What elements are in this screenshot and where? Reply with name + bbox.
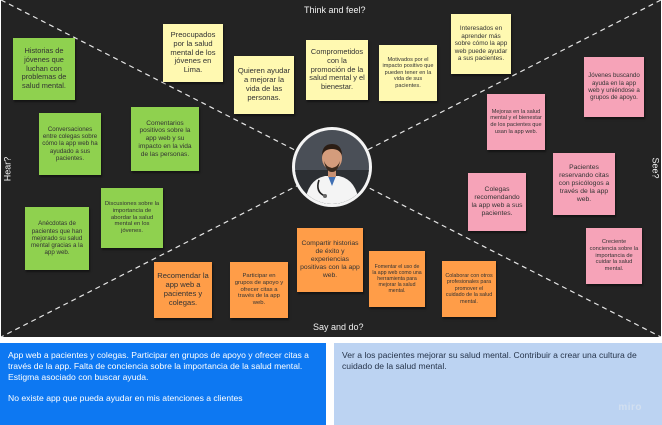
- say-note-colaborar[interactable]: Colaborar con otros profesionales para p…: [442, 261, 496, 317]
- pains-text: App web a pacientes y colegas. Participa…: [8, 350, 309, 383]
- persona-avatar: [292, 127, 372, 207]
- empathy-map-board: Think and feel? Say and do? Hear? See? P…: [1, 0, 661, 337]
- see-note-creciente-conciencia[interactable]: Creciente conciencia sobre la importanci…: [586, 228, 642, 284]
- say-note-fomentar[interactable]: Fomentar el uso de la app web como una h…: [369, 251, 425, 307]
- think-note-quieren-ayudar[interactable]: Quieren ayudar a mejorar la vida de las …: [234, 56, 294, 114]
- gains-text: Ver a los pacientes mejorar su salud men…: [342, 350, 637, 372]
- think-note-motivados[interactable]: Motivados por el impacto positivo que pu…: [379, 45, 437, 101]
- gains-panel: Ver a los pacientes mejorar su salud men…: [334, 343, 662, 425]
- doctor-portrait-icon: [295, 130, 369, 204]
- say-and-do-label: Say and do?: [313, 322, 364, 332]
- think-note-preocupados[interactable]: Preocupados por la salud mental de los j…: [163, 24, 223, 82]
- see-note-colegas-recomendando[interactable]: Colegas recomendando la app web a sus pa…: [468, 173, 526, 231]
- see-note-pacientes-reservando[interactable]: Pacientes reservando citas con psicólogo…: [553, 153, 615, 215]
- hear-note-discusiones[interactable]: Discusiones sobre la importancia de abor…: [101, 188, 163, 248]
- hear-note-anecdotas[interactable]: Anécdotas de pacientes que han mejorado …: [25, 207, 89, 270]
- pains-panel: App web a pacientes y colegas. Participa…: [0, 343, 326, 425]
- pains-extra-text: No existe app que pueda ayudar en mis at…: [8, 392, 243, 403]
- say-note-compartir[interactable]: Compartir historias de éxito y experienc…: [297, 228, 363, 292]
- see-note-jovenes-buscando[interactable]: Jóvenes buscando ayuda en la app web y u…: [584, 57, 644, 117]
- think-note-interesados[interactable]: Interesados en aprender más sobre cómo l…: [451, 14, 511, 74]
- miro-logo: miro: [618, 402, 642, 413]
- see-label: See?: [650, 157, 661, 179]
- see-note-mejoras[interactable]: Mejoras en la salud mental y el bienesta…: [487, 94, 545, 150]
- hear-note-conversaciones[interactable]: Conversaciones entre colegas sobre cómo …: [39, 113, 101, 175]
- hear-note-comentarios[interactable]: Comentarios positivos sobre la app web y…: [131, 107, 199, 171]
- think-and-feel-label: Think and feel?: [304, 5, 366, 15]
- think-note-comprometidos[interactable]: Comprometidos con la promoción de la sal…: [306, 40, 368, 100]
- hear-note-historias[interactable]: Historias de jóvenes que luchan con prob…: [13, 38, 75, 100]
- hear-label: Hear?: [2, 156, 13, 182]
- say-note-participar[interactable]: Participar en grupos de apoyo y ofrecer …: [230, 262, 288, 318]
- say-note-recomendar[interactable]: Recomendar la app web a pacientes y cole…: [154, 262, 212, 318]
